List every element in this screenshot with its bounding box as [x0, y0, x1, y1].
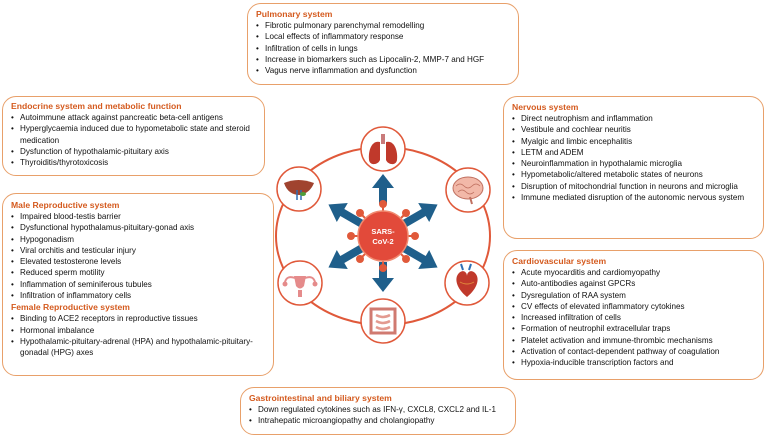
nervous-list: Direct neutrophism and inflammation Vest…: [512, 113, 756, 204]
female-reproductive-title: Female Reproductive system: [11, 302, 130, 313]
arrows: [328, 174, 438, 292]
uterus-icon: [282, 276, 318, 297]
virus-label-line1: SARS-: [371, 227, 395, 236]
list-item: CV effects of elevated inflammatory cyto…: [512, 301, 756, 313]
list-item: Vagus nerve inflammation and dysfunction: [256, 65, 511, 77]
male-reproductive-title: Male Reproductive system: [11, 200, 120, 210]
intestine-icon: [369, 307, 397, 335]
endocrine-list: Autoimmune attack against pancreatic bet…: [11, 112, 257, 169]
list-item: Immune mediated disruption of the autono…: [512, 192, 756, 204]
lungs-node: [360, 126, 406, 172]
list-item: Infiltration of inflammatory cells: [11, 290, 266, 302]
list-item: Hypothalamic-pituitary-adrenal (HPA) and…: [11, 336, 266, 359]
list-item: Infiltration of cells in lungs: [256, 43, 511, 55]
pulmonary-title: Pulmonary system: [256, 9, 333, 19]
nervous-title: Nervous system: [512, 102, 579, 112]
arrow-up: [372, 174, 394, 204]
nervous-box: Nervous system Direct neutrophism and in…: [503, 96, 764, 239]
cardiovascular-list: Acute myocarditis and cardiomyopathy Aut…: [512, 267, 756, 369]
list-item: Disruption of mitochondrial function in …: [512, 181, 756, 193]
virus-icon: [347, 200, 419, 272]
list-item: Dysfunctional hypothalamus-pituitary-gon…: [11, 222, 266, 234]
heart-icon: [456, 263, 478, 297]
cardiovascular-box: Cardiovascular system Acute myocarditis …: [503, 250, 764, 380]
liver-icon: [284, 180, 314, 200]
list-item: Increase in biomarkers such as Lipocalin…: [256, 54, 511, 66]
list-item: Reduced sperm motility: [11, 267, 266, 279]
list-item: Autoimmune attack against pancreatic bet…: [11, 112, 257, 124]
list-item: Thyroiditis/thyrotoxicosis: [11, 157, 257, 169]
list-item: Hypoxia-inducible transcription factors …: [512, 357, 756, 369]
arrow-upper-left: [328, 202, 364, 227]
list-item: Viral orchitis and testicular injury: [11, 245, 266, 257]
list-item: Hypogonadism: [11, 234, 266, 246]
list-item: Local effects of inflammatory response: [256, 31, 511, 43]
pulmonary-list: Fibrotic pulmonary parenchymal remodelli…: [256, 20, 511, 77]
list-item: Direct neutrophism and inflammation: [512, 113, 756, 125]
endocrine-box: Endocrine system and metabolic function …: [2, 96, 265, 176]
intestine-node: [360, 298, 406, 344]
list-item: Impaired blood-testis barrier: [11, 211, 266, 223]
gastro-list: Down regulated cytokines such as IFN-γ, …: [249, 404, 508, 427]
list-item: Activation of contact-dependent pathway …: [512, 346, 756, 358]
pulmonary-box: Pulmonary system Fibrotic pulmonary pare…: [247, 3, 519, 85]
list-item: Hormonal imbalance: [11, 325, 266, 337]
arrow-lower-right: [402, 245, 438, 270]
endocrine-title: Endocrine system and metabolic function: [11, 101, 182, 111]
list-item: Acute myocarditis and cardiomyopathy: [512, 267, 756, 279]
list-item: Myalgic and limbic encephalitis: [512, 136, 756, 148]
list-item: Platelet activation and immune-thrombic …: [512, 335, 756, 347]
list-item: Down regulated cytokines such as IFN-γ, …: [249, 404, 508, 416]
list-item: Binding to ACE2 receptors in reproductiv…: [11, 313, 266, 325]
list-item: Vestibule and cochlear neuritis: [512, 124, 756, 136]
arrow-lower-left: [328, 245, 364, 270]
list-item: Hyperglycaemia induced due to hypometabo…: [11, 123, 257, 146]
lungs-icon: [368, 134, 398, 165]
list-item: Intrahepatic microangiopathy and cholang…: [249, 415, 508, 427]
list-item: Increased infiltration of cells: [512, 312, 756, 324]
arrow-upper-right: [402, 202, 438, 227]
list-item: Neuroinflammation in hypothalamic microg…: [512, 158, 756, 170]
list-item: Inflammation of seminiferous tubules: [11, 279, 266, 291]
list-item: Auto-antibodies against GPCRs: [512, 278, 756, 290]
list-item: Hypometabolic/altered metabolic states o…: [512, 169, 756, 181]
list-item: Dysregulation of RAA system: [512, 290, 756, 302]
female-reproductive-list: Binding to ACE2 receptors in reproductiv…: [11, 313, 266, 358]
brain-icon: [452, 176, 484, 205]
list-item: Elevated testosterone levels: [11, 256, 266, 268]
list-item: Fibrotic pulmonary parenchymal remodelli…: [256, 20, 511, 32]
gastro-title: Gastrointestinal and biliary system: [249, 393, 392, 403]
list-item: Formation of neutrophil extracellular tr…: [512, 323, 756, 335]
male-reproductive-list: Impaired blood-testis barrier Dysfunctio…: [11, 211, 266, 302]
cardiovascular-title: Cardiovascular system: [512, 256, 607, 266]
reproductive-box: Male Reproductive system Impaired blood-…: [2, 193, 274, 376]
list-item: LETM and ADEM: [512, 147, 756, 159]
virus-label-line2: CoV-2: [372, 237, 393, 246]
arrow-down: [372, 262, 394, 292]
list-item: Dysfunction of hypothalamic-pituitary ax…: [11, 146, 257, 158]
gastro-box: Gastrointestinal and biliary system Down…: [240, 387, 516, 435]
